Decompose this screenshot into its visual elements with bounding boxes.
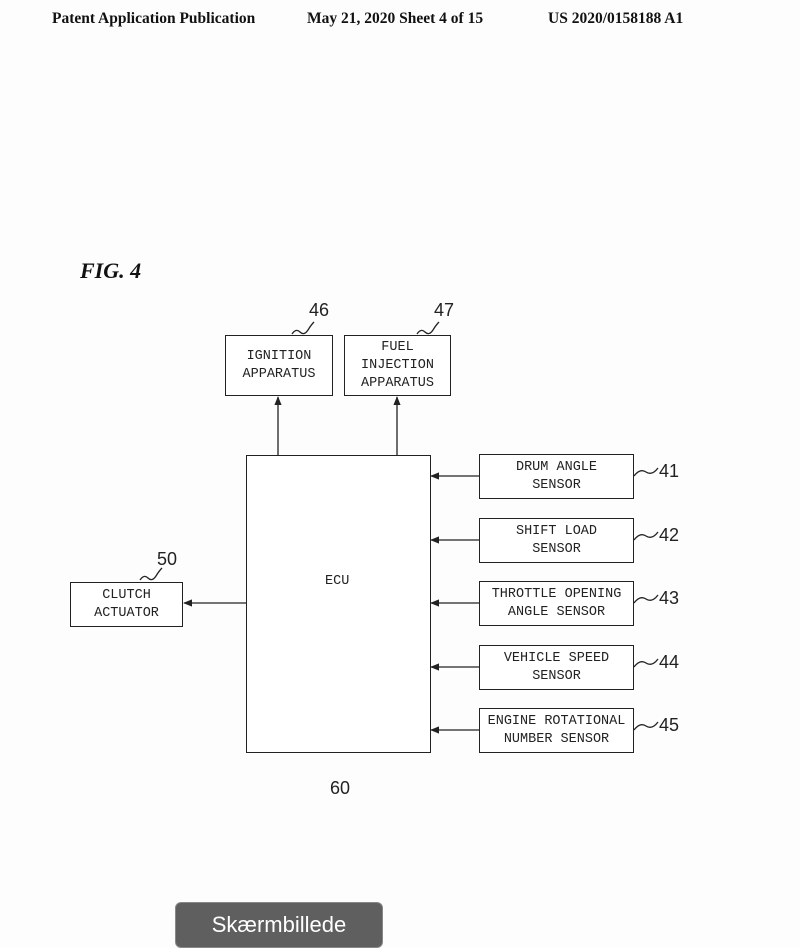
fuel-injection-apparatus-box: FUEL INJECTION APPARATUS [344,335,451,396]
throttle-opening-angle-sensor-box: THROTTLE OPENING ANGLE SENSOR [479,581,634,626]
ref-46: 46 [309,300,330,320]
publication-title: Patent Application Publication [52,10,256,27]
leader-50 [139,567,163,581]
leader-44 [633,658,659,668]
leader-41 [633,467,659,477]
publication-date-sheet: May 21, 2020 Sheet 4 of 15 [307,10,484,27]
engine-rotational-number-sensor-box: ENGINE ROTATIONAL NUMBER SENSOR [479,708,634,753]
clutch-actuator-box: CLUTCH ACTUATOR [70,582,183,627]
vehicle-speed-sensor-box: VEHICLE SPEED SENSOR [479,645,634,690]
publication-number: US 2020/0158188 A1 [548,10,684,27]
ref-45: 45 [659,715,680,735]
ignition-apparatus-box: IGNITION APPARATUS [225,335,333,396]
ref-42: 42 [659,525,680,545]
leader-46 [291,321,315,335]
ref-44: 44 [659,652,680,672]
screenshot-label-button[interactable]: Skærmbillede [175,902,383,948]
ref-60: 60 [330,778,351,798]
ref-50: 50 [157,549,178,569]
figure-label: FIG. 4 [80,258,142,283]
ref-43: 43 [659,588,680,608]
ref-47: 47 [434,300,455,320]
shift-load-sensor-box: SHIFT LOAD SENSOR [479,518,634,563]
ref-41: 41 [659,461,680,481]
ecu-box [246,455,431,753]
leader-42 [633,531,659,541]
leader-43 [633,594,659,604]
drum-angle-sensor-box: DRUM ANGLE SENSOR [479,454,634,499]
leader-45 [633,721,659,731]
ecu-label: ECU [325,574,350,589]
leader-47 [416,321,440,335]
